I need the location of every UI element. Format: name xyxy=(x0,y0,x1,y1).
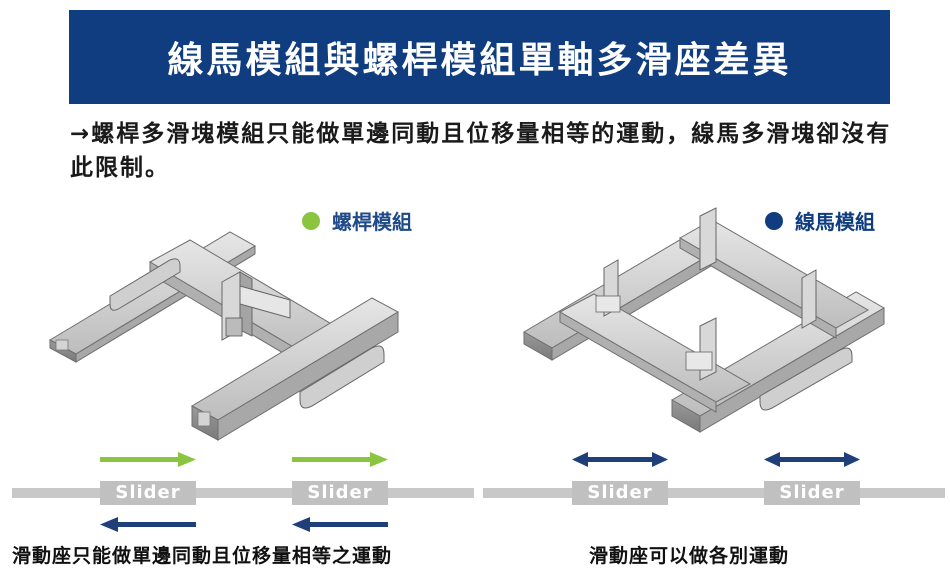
linear-motion-schematic xyxy=(483,452,945,505)
legend-linear-label: 線馬模組 xyxy=(795,210,875,234)
navy-dot-icon xyxy=(765,211,783,230)
screw-slider-1 xyxy=(100,481,196,505)
screw-slider-2 xyxy=(292,481,388,505)
navy-double-arrow-1-icon xyxy=(572,452,668,467)
navy-arrow-left-1-icon xyxy=(100,517,196,532)
title-banner: 線馬模組與螺桿模組單軸多滑座差異 xyxy=(69,10,890,104)
intro-text: →螺桿多滑塊模組只能做單邊同動且位移量相等的運動，線馬多滑塊卻沒有此限制。 xyxy=(70,121,892,181)
linear-slider-1 xyxy=(572,481,668,505)
linear-slider-1-label: Slider xyxy=(587,482,653,503)
linear-module-illustration xyxy=(523,207,885,433)
screw-slider-1-label: Slider xyxy=(115,482,181,503)
legend-screw-label: 螺桿模組 xyxy=(332,210,412,234)
screw-rail-front xyxy=(190,297,400,441)
screw-z-axis xyxy=(221,271,291,341)
caption-screw: 滑動座只能做單邊同動且位移量相等之運動 xyxy=(12,545,393,567)
screw-module-illustration xyxy=(48,231,400,441)
caption-linear: 滑動座可以做各別運動 xyxy=(589,545,790,567)
linear-slider-2 xyxy=(764,481,860,505)
linear-rail-bar xyxy=(483,488,945,498)
green-arrow-right-2-icon xyxy=(292,452,388,467)
screw-rail-bar xyxy=(12,488,474,498)
green-arrow-right-1-icon xyxy=(100,452,196,467)
navy-arrow-left-2-icon xyxy=(292,517,388,532)
navy-double-arrow-2-icon xyxy=(764,452,860,467)
page-title: 線馬模組與螺桿模組單軸多滑座差異 xyxy=(167,40,792,81)
linear-slider-2-label: Slider xyxy=(779,482,845,503)
legend-linear-module: 線馬模組 xyxy=(765,206,875,235)
screw-motion-schematic xyxy=(12,452,474,532)
legend-screw-module: 螺桿模組 xyxy=(302,206,412,235)
green-dot-icon xyxy=(302,211,320,230)
screw-slider-2-label: Slider xyxy=(307,482,373,503)
